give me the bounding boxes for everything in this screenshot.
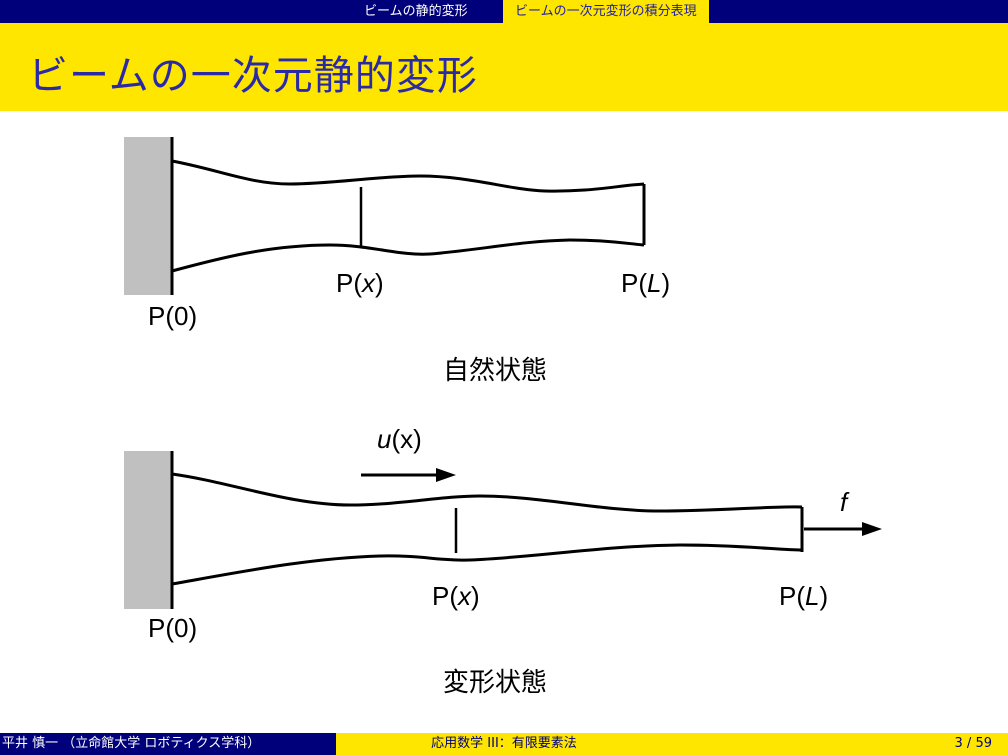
beam-bottom-edge-deformed bbox=[171, 543, 803, 586]
beam-diagram bbox=[124, 137, 882, 609]
slide-title-bar: ビームの一次元静的変形 bbox=[0, 23, 1008, 111]
displacement-arrow-head bbox=[436, 468, 456, 482]
nav-section-static-deformation[interactable]: ビームの静的変形 bbox=[364, 4, 468, 19]
beam-bottom-edge-natural bbox=[171, 238, 645, 273]
label-pl-natural: P(L) bbox=[621, 268, 671, 298]
beam-top-edge-deformed bbox=[171, 472, 803, 513]
label-displacement: u(x) bbox=[377, 424, 422, 454]
footer-page-area: 3 / 59 bbox=[672, 733, 1008, 755]
label-px-natural: P(x) bbox=[336, 268, 384, 298]
caption-natural-state: 自然状態 bbox=[443, 356, 548, 386]
fixed-wall-deformed bbox=[124, 451, 172, 609]
slide-title: ビームの一次元静的変形 bbox=[28, 53, 478, 99]
label-px-deformed: P(x) bbox=[432, 581, 480, 611]
label-force: f bbox=[840, 487, 848, 517]
label-p0-deformed: P(0) bbox=[148, 613, 198, 643]
footer-course-title: 応用数学 III：有限要素法 bbox=[336, 733, 672, 755]
label-p0-natural: P(0) bbox=[148, 301, 198, 331]
footer-page-number: 3 / 59 bbox=[954, 736, 992, 751]
fixed-wall-natural bbox=[124, 137, 172, 295]
nav-section-integral-representation[interactable]: ビームの一次元変形の積分表現 bbox=[503, 0, 709, 23]
caption-deformed-state: 変形状態 bbox=[443, 668, 548, 698]
slide-footer: 平井 慎一 （立命館大学 ロボティクス学科） 応用数学 III：有限要素法 3 … bbox=[0, 733, 1008, 755]
footer-author: 平井 慎一 （立命館大学 ロボティクス学科） bbox=[0, 733, 336, 755]
force-arrow-head bbox=[862, 522, 882, 536]
beam-top-edge-natural bbox=[171, 159, 645, 193]
label-pl-deformed: P(L) bbox=[779, 581, 829, 611]
section-navigation-bar: ビームの静的変形 ビームの一次元変形の積分表現 bbox=[0, 0, 1008, 23]
